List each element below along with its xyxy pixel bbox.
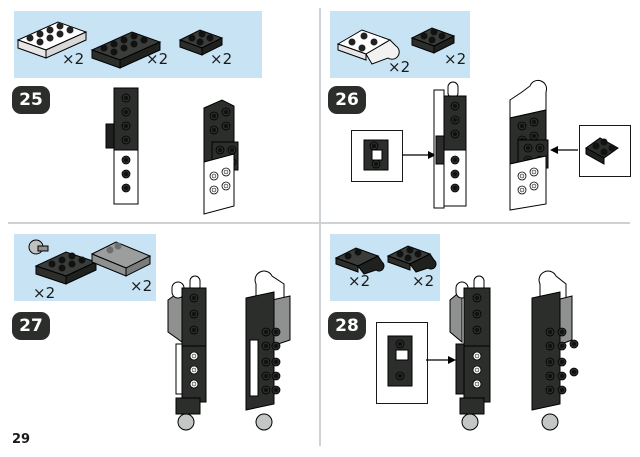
callout-part-plate-icon: [585, 137, 619, 165]
dark-clip-plate-icon: [386, 245, 437, 273]
panel-divider-vertical: [319, 8, 321, 446]
gray-slope-tile-icon: [90, 241, 152, 277]
page-number: 29: [12, 432, 31, 447]
assembly-step-25-front-view: [203, 99, 239, 215]
step-number-badge: 25: [12, 86, 50, 114]
dark-plate-2x2-icon: [178, 29, 224, 56]
part-quantity: ×2: [210, 50, 233, 68]
arrow-right-icon: [426, 356, 456, 364]
step-number-badge: 27: [12, 312, 50, 340]
panel-divider-horizontal: [8, 222, 630, 224]
assembly-step-25-side-view: [105, 87, 139, 205]
callout-part-clip-plate-icon: [387, 335, 413, 387]
assembly-step-26-side-view: [433, 81, 467, 209]
step-number-badge: 28: [328, 312, 366, 340]
assembly-step-28-side-view: [449, 275, 491, 431]
assembly-step-26-front-view: [509, 79, 549, 211]
part-quantity: ×2: [62, 50, 85, 68]
dark-plate-2x2-icon: [410, 27, 456, 54]
part-quantity: ×2: [412, 272, 435, 290]
dark-plate-2x4-icon: [90, 31, 162, 69]
white-clip-plate-icon: [336, 29, 400, 65]
callout-part-plate-icon: [363, 139, 389, 171]
assembly-step-27-front-view: [245, 270, 291, 431]
dark-clip-plate-icon: [334, 247, 385, 275]
part-quantity: ×2: [348, 272, 371, 290]
part-quantity: ×2: [444, 50, 467, 68]
assembly-step-28-front-view: [531, 270, 579, 431]
part-quantity: ×2: [130, 277, 153, 295]
part-quantity: ×2: [33, 284, 56, 302]
ball-joint-plate-icon: [28, 239, 98, 285]
white-plate-2x4-icon: [16, 21, 88, 59]
step-number-badge: 26: [328, 86, 366, 114]
assembly-step-27-side-view: [167, 275, 207, 431]
arrow-right-icon: [402, 151, 436, 159]
part-quantity: ×2: [146, 50, 169, 68]
arrow-left-icon: [550, 146, 578, 154]
part-quantity: ×2: [388, 58, 411, 76]
